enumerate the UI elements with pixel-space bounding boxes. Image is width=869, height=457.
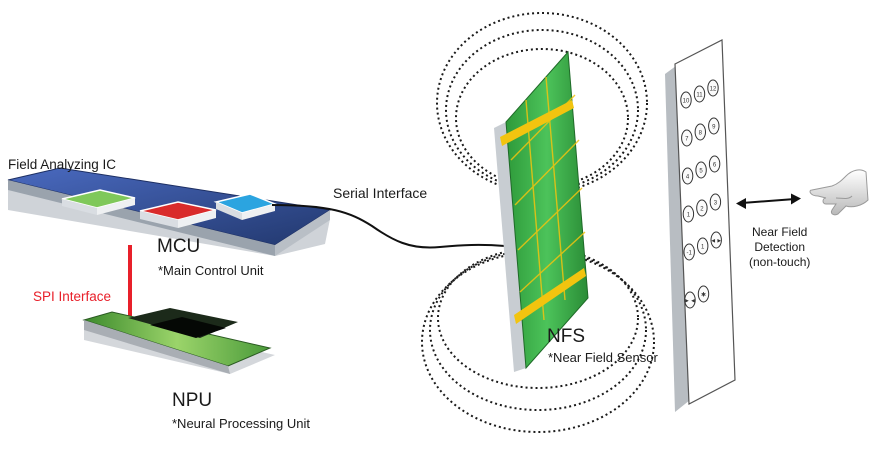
spi-interface-label: SPI Interface — [33, 289, 112, 304]
serial-interface-label: Serial Interface — [333, 185, 428, 201]
keypad-button — [694, 123, 706, 141]
serial-cable — [271, 204, 506, 249]
pointing-hand-icon — [809, 169, 869, 216]
red-chip — [139, 201, 217, 228]
keypad-button — [681, 167, 694, 185]
nfs-label: NFS — [547, 326, 585, 347]
mcu-label: MCU — [157, 236, 201, 257]
keypad-button-label: 7 — [685, 137, 689, 143]
keypad-button — [697, 237, 709, 255]
keypad-button-label: 8 — [699, 131, 703, 137]
keypad-button — [681, 129, 693, 147]
keypad-button-label: 10 — [683, 99, 690, 105]
nfs-description: *Near Field Sensor — [548, 350, 658, 365]
keypad-button-label: ◄► — [710, 239, 722, 245]
keypad-button-label: 1 — [687, 213, 691, 219]
keypad-button — [680, 91, 692, 109]
keypad-button-label: 6 — [713, 163, 717, 169]
keypad-button — [707, 79, 719, 97]
mcu-description: *Main Control Unit — [158, 263, 264, 278]
detection-line-2: Detection — [754, 240, 806, 254]
keypad-button — [697, 285, 710, 303]
keypad-button-label: 12 — [710, 87, 717, 93]
keypad-button-label: 5 — [699, 169, 703, 175]
keypad-button — [693, 85, 706, 103]
keypad-button — [708, 117, 720, 135]
keypad-button — [682, 205, 695, 223]
keypad-button-label: 1 — [701, 245, 705, 251]
near-field-detection-label: Near Field Detection (non-touch) — [749, 225, 810, 270]
keypad-button-label: 4 — [686, 175, 690, 181]
npu-board — [82, 308, 275, 374]
keypad-button — [684, 291, 696, 309]
double-arrow-icon — [736, 193, 801, 209]
keypad-button — [710, 231, 722, 249]
detection-line-1: Near Field — [752, 225, 808, 239]
nfs-sensor-panel — [494, 50, 589, 372]
keypad-button-label: -1 — [687, 251, 693, 257]
keypad-button — [708, 155, 721, 173]
field-analyzing-ic-label: Field Analyzing IC — [8, 157, 117, 172]
keypad-button — [696, 199, 708, 217]
keypad-button-label: ✱ — [701, 292, 706, 299]
keypad-button-label: 11 — [696, 93, 703, 99]
keypad-button — [683, 243, 695, 261]
npu-label: NPU — [172, 390, 213, 411]
cyan-chip — [213, 193, 278, 220]
keypad-button-label: 2 — [700, 207, 704, 213]
keypad-button-label: 9 — [712, 125, 716, 131]
keypad-button — [709, 193, 722, 211]
detection-line-3: (non-touch) — [749, 255, 811, 269]
keypad-button-label: 3 — [714, 201, 718, 207]
keypad-button — [695, 161, 707, 179]
green-chip — [61, 189, 136, 215]
npu-description: *Neural Processing Unit — [172, 416, 311, 431]
keypad-button-label: ►◄ — [684, 299, 696, 305]
